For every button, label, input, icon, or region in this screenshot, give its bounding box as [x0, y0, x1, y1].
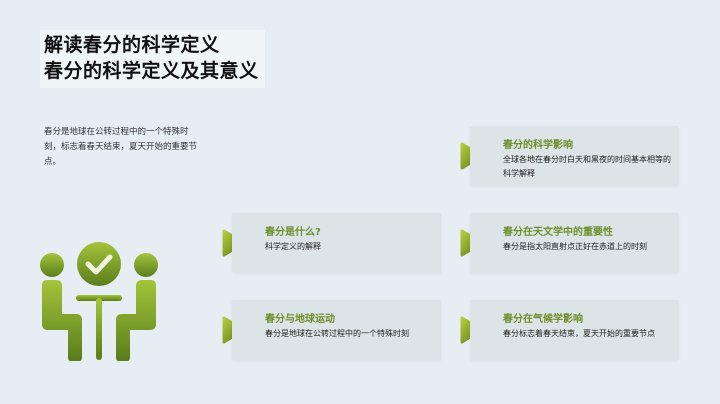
- slide-subtitle: 春分的科学定义及其意义: [44, 60, 259, 82]
- title-block: 解读春分的科学定义 春分的科学定义及其意义: [40, 30, 265, 88]
- card-climate-impact: 春分在气候学影响 春分标志着春天结束，夏天开始的重要节点: [470, 300, 679, 360]
- card-desc: 春分标志着春天结束，夏天开始的重要节点: [503, 329, 655, 338]
- card-desc: 全球各地在春分时白天和黑夜的时间基本相等的科学解释: [503, 155, 671, 178]
- intro-text: 春分是地球在公转过程中的一个特殊时刻，标志着春天结束，夏天开始的重要节点。: [44, 127, 198, 167]
- card-scientific-impact: 春分的科学影响 全球各地在春分时白天和黑夜的时间基本相等的科学解释: [470, 126, 679, 186]
- card-astronomy-importance: 春分在天文学中的重要性 春分是指太阳直射点正好在赤道上的时刻: [470, 213, 679, 273]
- card-title: 春分的科学影响: [503, 140, 573, 151]
- card-title: 春分在天文学中的重要性: [503, 227, 613, 238]
- card-what-is-equinox: 春分是什么? 科学定义的解释: [232, 213, 441, 273]
- card-desc: 春分是指太阳直射点正好在赤道上的时刻: [503, 242, 647, 251]
- card-desc: 科学定义的解释: [265, 242, 321, 251]
- card-equinox-earth-motion: 春分与地球运动 春分是地球在公转过程中的一个特殊时刻: [232, 300, 441, 360]
- card-title: 春分是什么?: [265, 227, 321, 238]
- meeting-people-check-icon: [40, 242, 158, 361]
- slide-title: 解读春分的科学定义: [44, 34, 220, 56]
- card-desc: 春分是地球在公转过程中的一个特殊时刻: [265, 329, 409, 338]
- card-title: 春分在气候学影响: [503, 314, 583, 325]
- card-title: 春分与地球运动: [265, 314, 335, 325]
